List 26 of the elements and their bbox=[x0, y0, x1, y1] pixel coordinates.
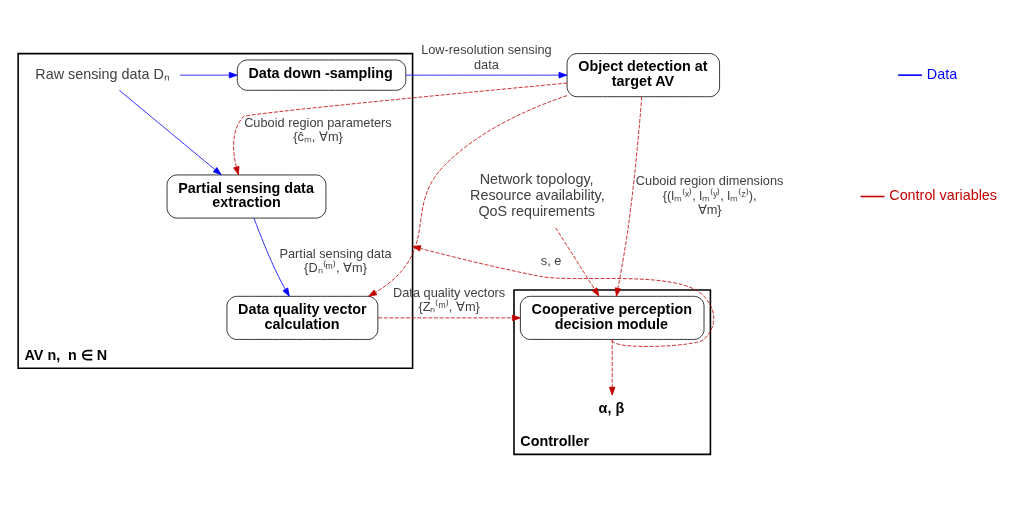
node-text: Raw sensing data Dₙ bbox=[35, 65, 170, 82]
node-text: α, β bbox=[598, 400, 625, 417]
node-box: Data quality vector calculation bbox=[226, 295, 379, 340]
edge-label: s, e bbox=[540, 253, 562, 269]
arrow bbox=[555, 227, 600, 297]
arrow bbox=[233, 82, 568, 176]
node-box: Data down -sampling bbox=[236, 59, 407, 91]
edge-label: Low-resolution sensing data bbox=[421, 42, 552, 72]
node-text: Network topology, Resource availability, QoS requirements bbox=[470, 171, 605, 219]
edge-label: Cuboid region parameters {ĉₘ, ∀m} bbox=[244, 114, 392, 145]
arrow bbox=[609, 339, 616, 396]
arrow bbox=[377, 314, 521, 322]
arrow bbox=[368, 95, 568, 297]
arrow bbox=[253, 217, 290, 297]
legend-label: Data bbox=[926, 65, 958, 82]
arrow bbox=[614, 96, 643, 297]
arrow bbox=[179, 71, 238, 79]
arrow bbox=[405, 71, 568, 79]
arrow bbox=[412, 245, 715, 347]
arrow bbox=[119, 89, 222, 176]
node-box: Partial sensing data extraction bbox=[166, 174, 327, 219]
legend-label: Control variables bbox=[889, 187, 998, 204]
edge-label: Partial sensing data {Dₙ⁽ᵐ⁾, ∀m} bbox=[279, 245, 392, 276]
node-box: Cooperative perception decision module bbox=[520, 295, 705, 340]
edge-label: Cuboid region dimensions {(lₘ⁽ˣ⁾, lₘ⁽ʸ⁾, lₘ⁽ᶻ⁾), ∀m} bbox=[635, 173, 784, 217]
node-box: Object detection at target AV bbox=[566, 53, 720, 98]
